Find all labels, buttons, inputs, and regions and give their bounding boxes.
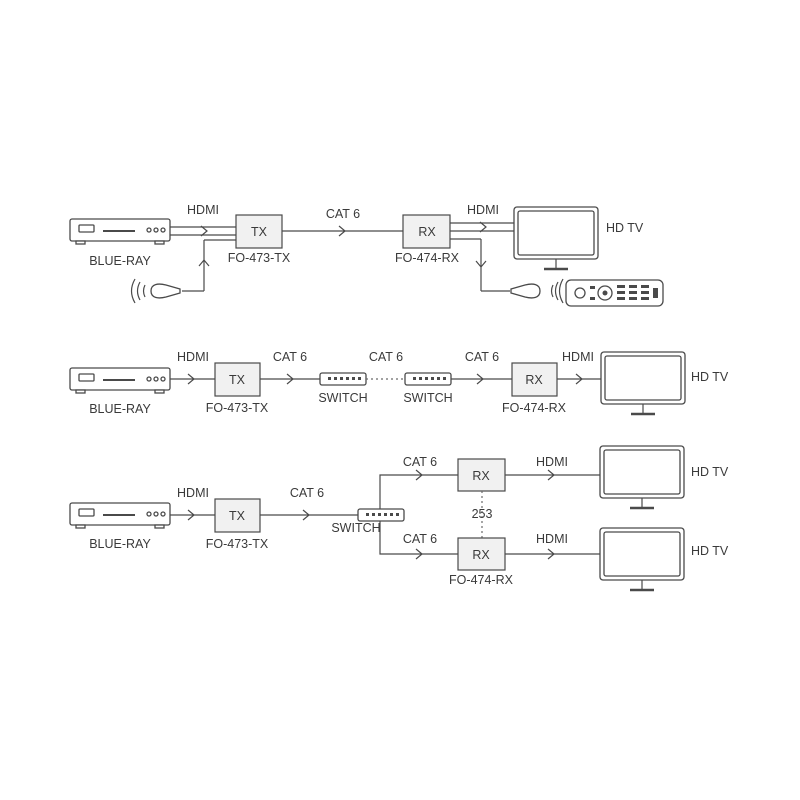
hdmi-label: HDMI — [177, 350, 209, 364]
cat6-label: CAT 6 — [290, 486, 324, 500]
switch-icon — [319, 372, 367, 386]
bluray-label: BLUE-RAY — [89, 537, 151, 551]
switch-label: SWITCH — [318, 391, 367, 405]
tv-label: HD TV — [691, 370, 729, 384]
switch-icon — [357, 508, 405, 522]
hdmi-label: HDMI — [187, 203, 219, 217]
bluray-label: BLUE-RAY — [89, 402, 151, 416]
ir-receiver-icon — [130, 278, 181, 304]
rx-label: RX — [472, 548, 490, 562]
tv-icon — [598, 444, 686, 510]
tv-icon — [599, 350, 687, 416]
tx-model-label: FO-473-TX — [206, 537, 269, 551]
tx-label: TX — [229, 509, 246, 523]
hdmi-label: HDMI — [177, 486, 209, 500]
bluray-label: BLUE-RAY — [89, 254, 151, 268]
cat6-label: CAT 6 — [403, 455, 437, 469]
cat6-label: CAT 6 — [273, 350, 307, 364]
cat6-label: CAT 6 — [465, 350, 499, 364]
switch-label: SWITCH — [403, 391, 452, 405]
bluray-player-icon — [69, 367, 171, 394]
rx-model-label: FO-474-RX — [449, 573, 514, 587]
rx-box — [457, 537, 506, 571]
rx-label: RX — [525, 373, 543, 387]
rx-box — [511, 362, 558, 397]
rx-label: RX — [472, 469, 490, 483]
tv-label: HD TV — [691, 544, 729, 558]
tx-label: TX — [251, 225, 268, 239]
hdmi-label: HDMI — [536, 455, 568, 469]
row-2-cascaded-switches: BLUE-RAY HDMI TX FO-473-TX CAT 6 SWITCH … — [69, 350, 729, 416]
bluray-player-icon — [69, 502, 171, 529]
hdmi-label: HDMI — [562, 350, 594, 364]
tv-icon — [598, 526, 686, 592]
rx-box — [457, 458, 506, 492]
cat6-label: CAT 6 — [326, 207, 360, 221]
rx-model-label: FO-474-RX — [395, 251, 460, 265]
switch-label: SWITCH — [331, 521, 380, 535]
remote-control-icon — [565, 279, 664, 307]
tx-box — [214, 498, 261, 533]
cat6-label: CAT 6 — [403, 532, 437, 546]
receiver-count-label: 253 — [472, 507, 493, 521]
tv-icon — [512, 205, 600, 271]
switch-icon — [404, 372, 452, 386]
row-1-point-to-point: BLUE-RAY HDMI TX FO-473-TX CAT 6 RX FO-4… — [69, 203, 664, 307]
tx-model-label: FO-473-TX — [206, 401, 269, 415]
tx-label: TX — [229, 373, 246, 387]
cat6-label: CAT 6 — [369, 350, 403, 364]
ir-emitter-icon — [510, 278, 564, 304]
row-3-multi-receiver: BLUE-RAY HDMI TX FO-473-TX CAT 6 SWITCH … — [69, 444, 729, 592]
tx-model-label: FO-473-TX — [228, 251, 291, 265]
hdmi-label: HDMI — [467, 203, 499, 217]
tv-label: HD TV — [606, 221, 644, 235]
bluray-player-icon — [69, 218, 171, 245]
tv-label: HD TV — [691, 465, 729, 479]
rx-model-label: FO-474-RX — [502, 401, 567, 415]
hdmi-label: HDMI — [536, 532, 568, 546]
rx-label: RX — [418, 225, 436, 239]
